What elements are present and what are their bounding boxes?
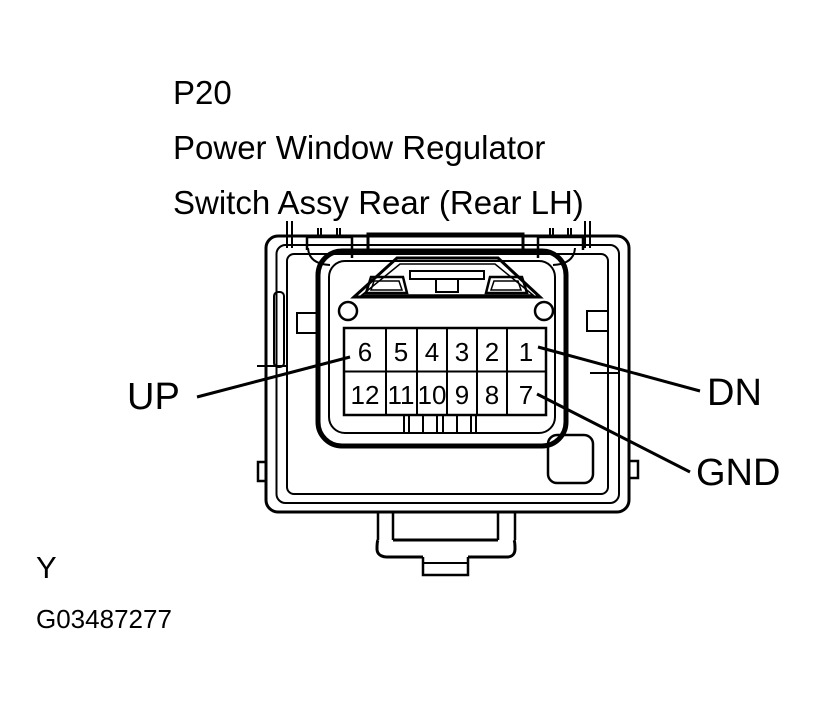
- bottom-stem-legs: [376, 512, 517, 540]
- bottom-right-keyway: [546, 433, 595, 485]
- pin-number-8: 8: [485, 380, 499, 410]
- top-left-tab-notches: [317, 228, 341, 237]
- left-side-slot: [273, 291, 285, 368]
- pin-grid-bottom-ticks: [403, 415, 477, 432]
- pin-number-4: 4: [425, 337, 439, 367]
- latch-right-wing-inner: [489, 280, 523, 291]
- figure-number: G03487277: [36, 604, 172, 634]
- pin-number-3: 3: [455, 337, 469, 367]
- view-label: Y: [36, 550, 57, 585]
- pin-number-6: 6: [358, 337, 372, 367]
- pin-number-9: 9: [455, 380, 469, 410]
- title-line-location: Switch Assy Rear (Rear LH): [173, 184, 584, 221]
- title-line-component: Power Window Regulator: [173, 129, 545, 166]
- up-leader-line: [196, 355, 351, 399]
- left-lock-slot: [296, 312, 318, 334]
- pin-number-2: 2: [485, 337, 499, 367]
- latch-trapezoid-outer: [350, 256, 544, 299]
- terminal-label-gnd: GND: [696, 452, 780, 494]
- bottom-stem-tab: [421, 557, 470, 577]
- pin-number-7: 7: [519, 380, 533, 410]
- socket-shroud-outer: [315, 248, 569, 449]
- terminal-label-up: UP: [127, 376, 180, 418]
- right-edge-notch: [629, 459, 640, 480]
- pin-number-12: 12: [351, 380, 380, 410]
- pin-number-1: 1: [519, 337, 533, 367]
- housing-outer-outline: [264, 234, 631, 514]
- right-lock-slot: [586, 310, 609, 332]
- pin-number-11: 11: [388, 380, 415, 410]
- latch-right-wing: [484, 275, 529, 295]
- right-guide-hole: [533, 300, 555, 322]
- title-line-connector-id: P20: [173, 74, 232, 111]
- top-middle-tab: [366, 232, 525, 250]
- latch-left-wing: [364, 275, 409, 295]
- diagram-title: P20 Power Window Regulator Switch Assy R…: [173, 74, 584, 221]
- connector-body-outline: [256, 221, 640, 577]
- bottom-stem-bar: [375, 538, 517, 559]
- socket-shroud-inner: [328, 260, 556, 434]
- diagram-footer: Y G03487277: [36, 550, 172, 634]
- terminal-label-dn: DN: [707, 372, 762, 414]
- latch-center-bar: [409, 270, 485, 280]
- top-right-inner-corner: [552, 247, 576, 266]
- housing-middle-outline: [275, 244, 620, 504]
- pin-number-5: 5: [394, 337, 408, 367]
- pin-grid-dividers: [344, 328, 546, 415]
- gnd-leader-line: [536, 392, 691, 474]
- top-right-tab-notches: [549, 228, 572, 237]
- dn-leader-line: [537, 345, 701, 393]
- latch-center-key: [435, 278, 459, 293]
- terminal-callouts: UP DN GND: [127, 345, 780, 494]
- pin-number-10: 10: [418, 380, 447, 410]
- top-left-inner-corner: [307, 247, 331, 266]
- left-edge-notch: [256, 460, 266, 483]
- pin-grid: 6 5 4 3 2 1 12 11 10 9 8 7: [342, 326, 548, 432]
- left-guide-hole: [337, 300, 359, 322]
- latch-left-wing-inner: [369, 280, 404, 291]
- latch-trapezoid-inner: [359, 263, 536, 296]
